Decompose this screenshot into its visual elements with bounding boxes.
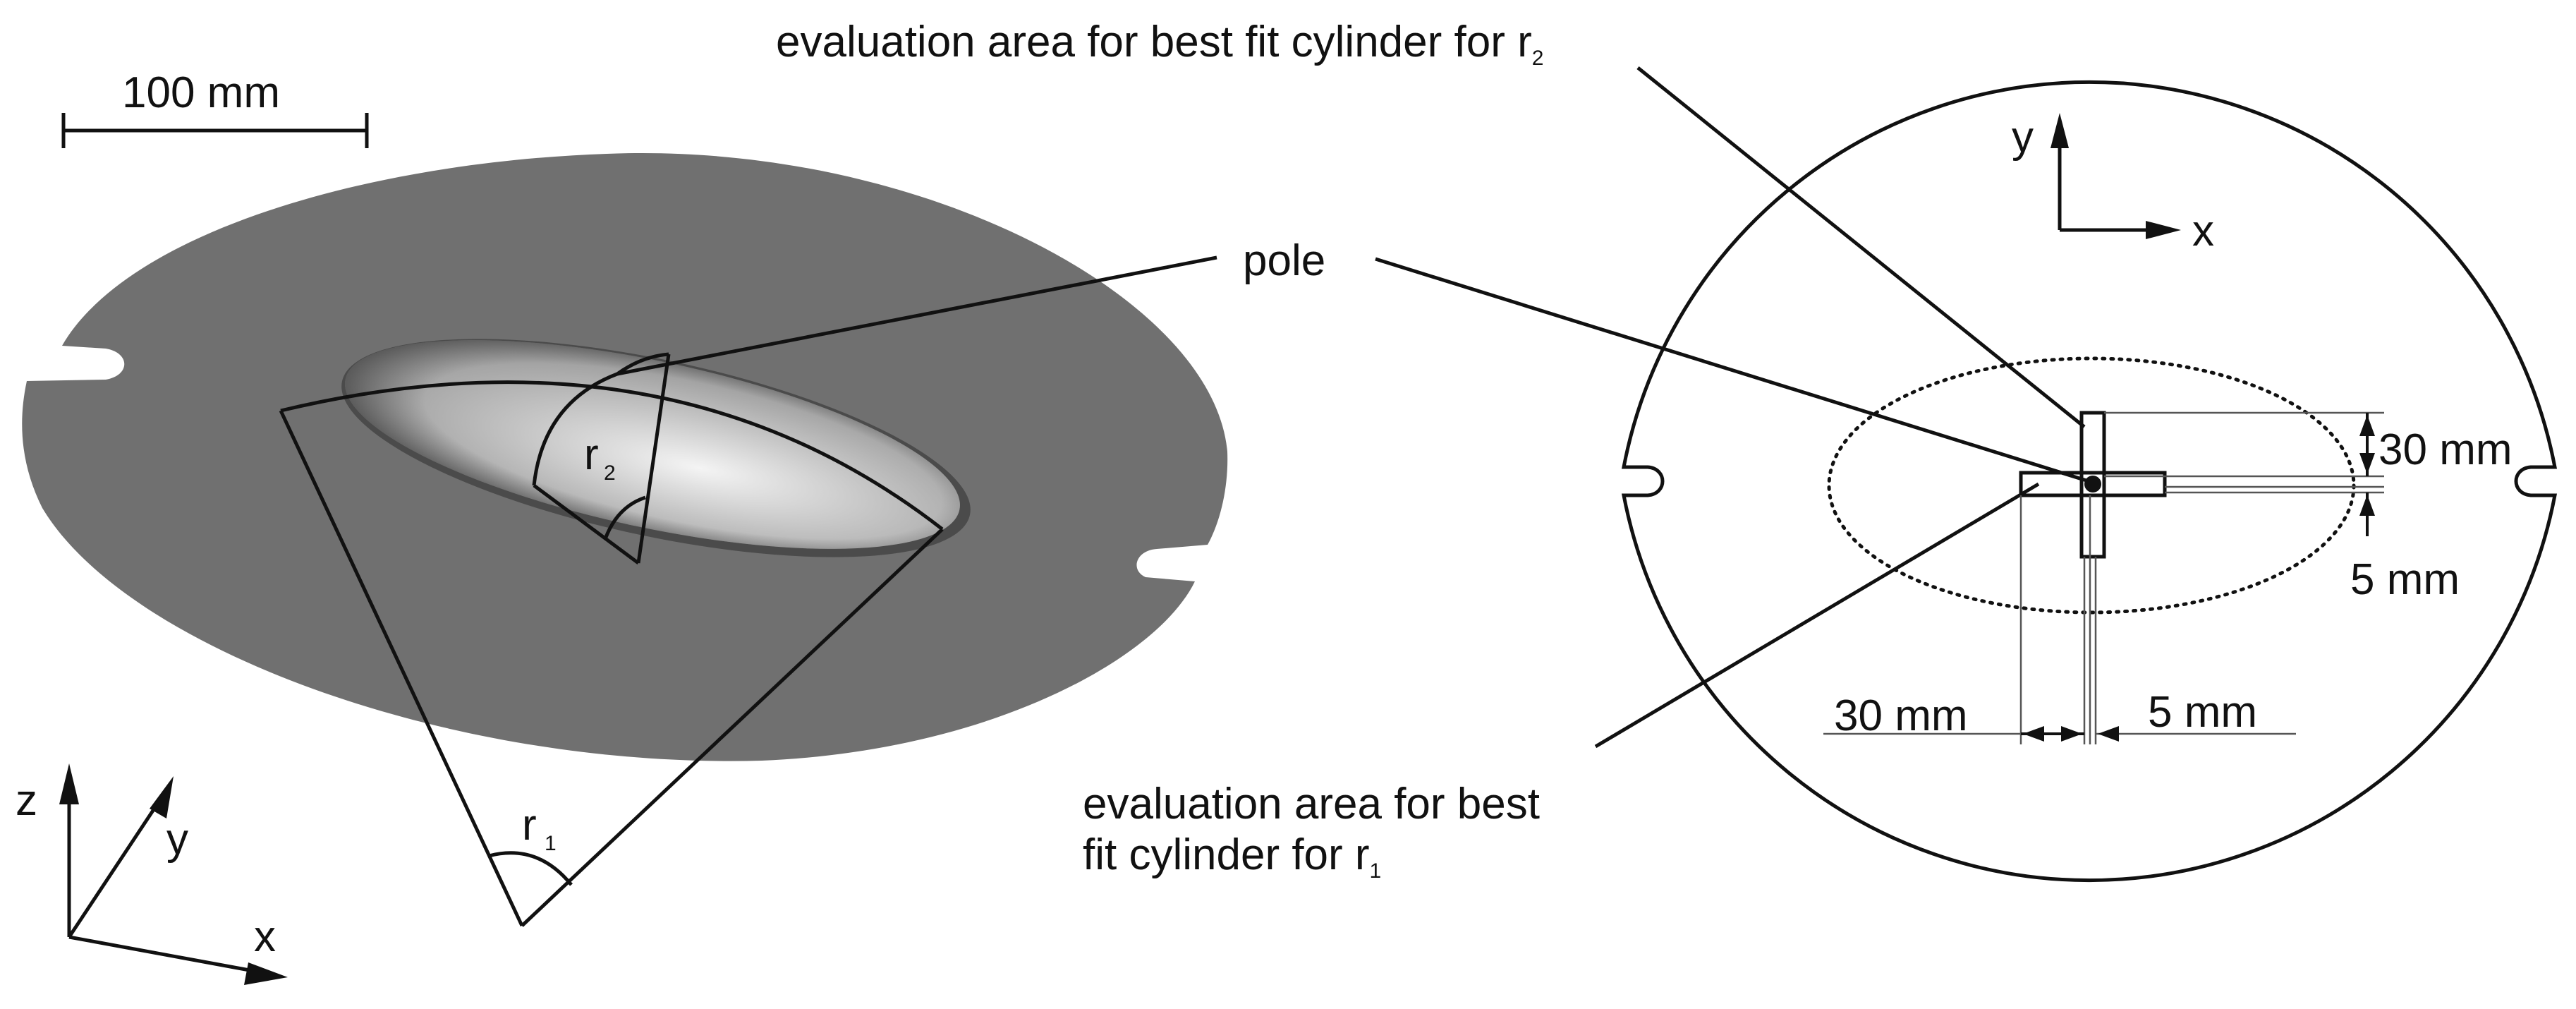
r2-label: r bbox=[584, 430, 599, 479]
r2-area-leader bbox=[1636, 66, 2086, 428]
blank-outline bbox=[1621, 80, 2558, 883]
axis-y-label: y bbox=[2012, 113, 2034, 162]
y-arrow-icon bbox=[150, 776, 174, 818]
r1-angle-arc bbox=[488, 851, 573, 886]
axis-x-label: x bbox=[2192, 207, 2214, 255]
dim-30mm-vertical: 30 mm bbox=[2378, 425, 2512, 474]
dim-arrow-icon bbox=[2359, 453, 2375, 474]
r1-area-leader bbox=[1594, 482, 2040, 749]
pole-label: pole bbox=[1243, 236, 1325, 285]
dim-arrow-icon bbox=[2023, 726, 2044, 742]
bulge-outline-dotted bbox=[1827, 356, 2356, 615]
dim-arrow-icon bbox=[2061, 726, 2082, 742]
dim-arrow-icon bbox=[2359, 415, 2375, 436]
horizontal-dimensions: 30 mm 5 mm bbox=[1823, 495, 2296, 744]
pole-point bbox=[2084, 476, 2101, 493]
axis-z-label: z bbox=[16, 776, 37, 825]
r2-angle-arc bbox=[603, 495, 646, 540]
axis-y-label: y bbox=[166, 815, 188, 864]
dim-5mm-horizontal: 5 mm bbox=[2148, 688, 2257, 737]
axis-x-label: x bbox=[254, 912, 276, 961]
r1-subscript: 1 bbox=[545, 832, 557, 855]
pole-leader-left bbox=[616, 255, 1217, 376]
axes-right: y x bbox=[2012, 113, 2214, 255]
r1-sector: r 1 bbox=[279, 380, 944, 927]
y-arrow-icon bbox=[2051, 113, 2069, 148]
dim-5mm-vertical: 5 mm bbox=[2350, 555, 2460, 604]
axes-left: z y x bbox=[16, 763, 288, 985]
pole-leader-right bbox=[1375, 257, 2087, 483]
vertical-dimensions: 30 mm 5 mm bbox=[2104, 411, 2512, 604]
x-arrow-icon bbox=[2146, 221, 2181, 239]
r2-subscript: 2 bbox=[604, 461, 616, 485]
r2-evaluation-area bbox=[2079, 411, 2106, 559]
r2-sector: r 2 bbox=[532, 352, 671, 565]
scale-bar-label: 100 mm bbox=[122, 68, 280, 117]
r1-evaluation-area bbox=[2019, 471, 2167, 497]
scale-bar: 100 mm bbox=[61, 68, 369, 148]
dim-arrow-icon bbox=[2359, 495, 2375, 516]
dim-arrow-icon bbox=[2098, 726, 2119, 742]
x-arrow-icon bbox=[244, 962, 288, 985]
z-arrow-icon bbox=[59, 763, 79, 804]
r1-area-label-line1: evaluation area for best bbox=[1083, 780, 1540, 828]
r1-area-label-line2: fit cylinder for r1 bbox=[1083, 830, 1381, 883]
dim-30mm-horizontal: 30 mm bbox=[1834, 691, 1967, 740]
r1-label: r bbox=[522, 801, 537, 850]
r2-area-label: evaluation area for best fit cylinder fo… bbox=[776, 18, 1543, 70]
